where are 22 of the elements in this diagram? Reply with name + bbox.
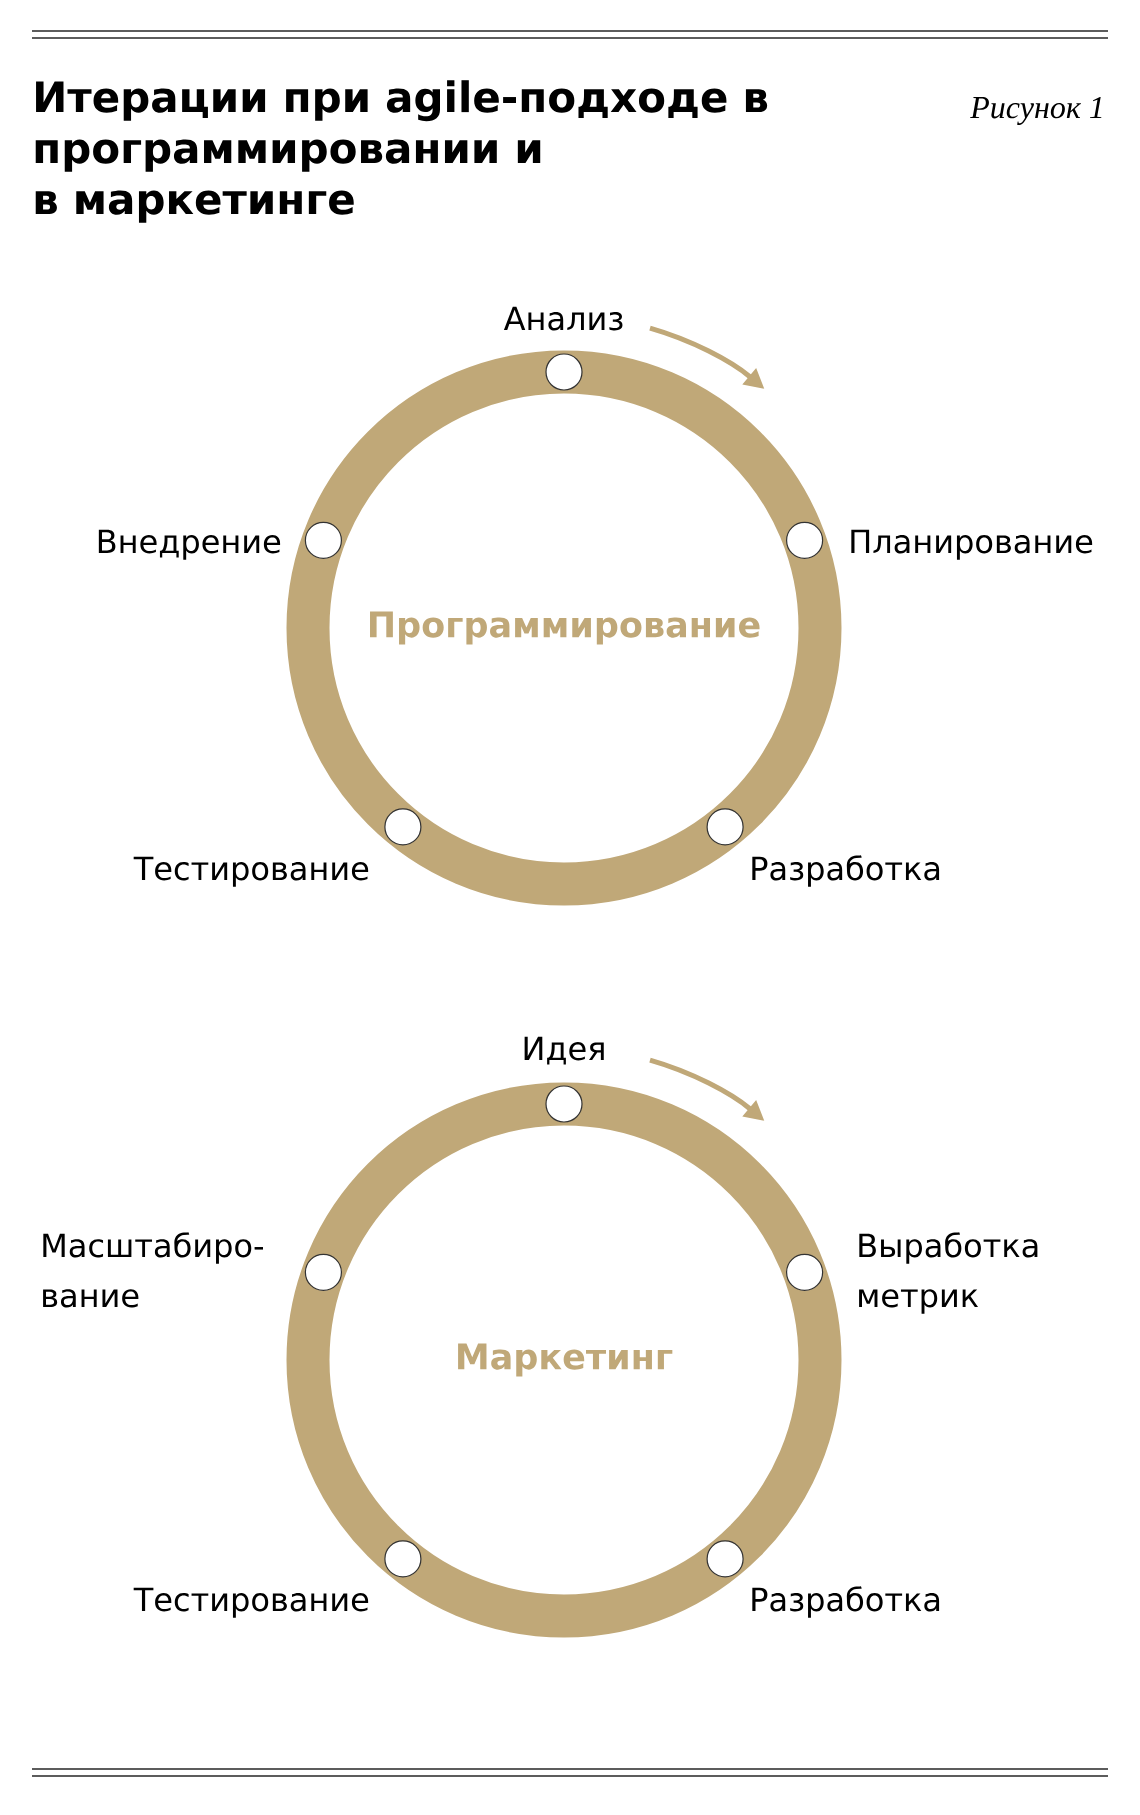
stage-circle [384,808,422,846]
stage-circle [786,521,824,559]
stage-label: Тестирование [133,1587,369,1618]
stage-label: Идея [524,1036,604,1065]
stage-label: Тестирование [133,856,369,887]
stage-label: Внедрение [98,529,281,560]
title: Итерации при agile-подходе в программировании и в маркетинге [35,80,768,223]
stage-circle [384,1540,422,1578]
stage-label: Разработка [752,855,940,887]
stage-label: Масштабиро-вание [43,1232,263,1308]
stage-circle [545,353,583,391]
stage-circle [304,1253,342,1291]
stage-label: Анализ [503,306,623,331]
stage-label: Выработка метрик [859,1232,1038,1314]
stage-circle [706,1540,744,1578]
stage-label: Планирование [851,529,1093,560]
stage-circle [304,521,342,559]
stage-label: Разработка [752,1586,940,1618]
figure-label: Рисунок 1 [970,96,1102,125]
stage-circle [706,808,744,846]
stage-circle [545,1085,583,1123]
stage-circle [786,1253,824,1291]
